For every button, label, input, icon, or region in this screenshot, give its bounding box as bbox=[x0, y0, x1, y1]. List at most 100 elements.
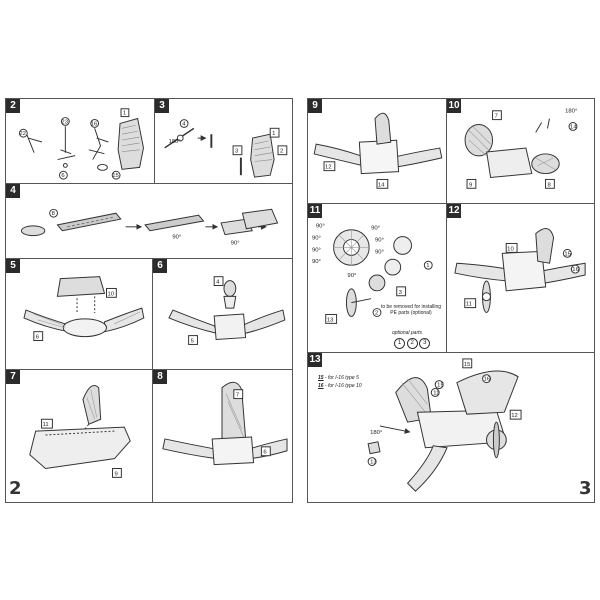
step-13-drawing: 15 16 15 11 12 180° 13 bbox=[367, 358, 522, 492]
callout-label: 15 bbox=[437, 383, 444, 389]
callout-label: 16 bbox=[484, 377, 491, 383]
variant-part: 15 bbox=[318, 375, 324, 381]
callout-label: 3 bbox=[235, 149, 238, 155]
callout-label: 13 bbox=[370, 460, 377, 466]
step-2-panel: 2 1 22 23 16 6 15 bbox=[5, 98, 155, 184]
angle-label: 90° bbox=[312, 236, 321, 242]
angle-label: 90° bbox=[371, 226, 380, 232]
callout-label: 7 bbox=[495, 114, 498, 120]
callout-label: 5 bbox=[191, 338, 195, 344]
angle-label: 90° bbox=[375, 249, 384, 255]
callout-label: 13 bbox=[327, 317, 334, 323]
step-8-drawing: 7 6 bbox=[162, 381, 288, 466]
callout-label: 8 bbox=[547, 182, 551, 188]
step-number: 5 bbox=[6, 259, 20, 273]
step-3-seat-panel: 2 1 3 bbox=[223, 98, 293, 184]
step-10-drawing: 7 180° 14 9 8 bbox=[464, 109, 578, 189]
step-2-drawing: 1 22 23 16 6 15 bbox=[18, 108, 144, 180]
callout-label: 15 bbox=[112, 173, 119, 179]
page-number: 3 bbox=[579, 478, 592, 499]
callout-label: 4 bbox=[216, 280, 220, 286]
callout-label: 2 bbox=[280, 149, 283, 155]
callout-label: 8 bbox=[52, 211, 55, 217]
callout-label: 16 bbox=[91, 121, 98, 127]
optional-parts-row: 1 2 3 bbox=[394, 338, 431, 349]
callout-label: 10 bbox=[507, 246, 514, 252]
angle-label: 90° bbox=[375, 238, 384, 244]
callout-label: 4 bbox=[182, 121, 186, 127]
variant-part: 16 bbox=[318, 383, 324, 389]
step-number: 7 bbox=[6, 370, 20, 384]
callout-label: 9 bbox=[469, 182, 472, 188]
callout-label: 14 bbox=[378, 182, 385, 188]
step-12-panel: 12 10 15 11 16 bbox=[446, 203, 595, 353]
callout-label: 16 bbox=[572, 267, 579, 273]
step-number: 11 bbox=[308, 204, 322, 218]
callout-label: 11 bbox=[43, 422, 49, 428]
step-7-drawing: 11 9 bbox=[29, 385, 131, 478]
step-6-panel: 6 4 5 bbox=[152, 258, 293, 370]
step-8-panel: 8 7 6 bbox=[152, 369, 293, 503]
instruction-page-right: 9 12 14 10 7 180° 14 9 bbox=[307, 98, 595, 503]
callout-label: 3 bbox=[399, 290, 403, 296]
seat-drawing: 2 1 3 bbox=[232, 127, 288, 178]
step-5-panel: 5 10 6 bbox=[5, 258, 153, 370]
step-4-panel: 4 8 90° 90° bbox=[5, 183, 293, 259]
step-number: 12 bbox=[447, 204, 461, 218]
step-number: 4 bbox=[6, 184, 20, 198]
variant-text: - for I-16 type 5 bbox=[323, 375, 359, 381]
angle-label: 180° bbox=[565, 109, 577, 115]
callout-label: 1 bbox=[123, 111, 126, 117]
instruction-page-left: 2 1 22 23 16 6 15 3 bbox=[5, 98, 293, 503]
page-number: 2 bbox=[9, 478, 22, 499]
step-13-panel: 13 15 - for I-16 type 5 16 - for I-16 ty… bbox=[307, 352, 595, 503]
step-number: 8 bbox=[153, 370, 167, 384]
callout-label: 11 bbox=[466, 302, 472, 308]
callout-label: 11 bbox=[433, 390, 439, 396]
angle-label: 90° bbox=[347, 273, 356, 279]
optional-part-label: 1 bbox=[394, 338, 405, 349]
callout-label: 22 bbox=[19, 131, 26, 137]
step-number: 10 bbox=[447, 99, 461, 113]
callout-label: 6 bbox=[36, 335, 40, 341]
angle-label: 90° bbox=[312, 259, 321, 265]
step-9-panel: 9 12 14 bbox=[307, 98, 447, 204]
step-number: 6 bbox=[153, 259, 167, 273]
step-11-drawing: 90° 90° 90° 90° 90° 90° 90° 90° 1 3 2 13 bbox=[312, 224, 433, 324]
step-number: 3 bbox=[155, 99, 169, 113]
step-7-panel: 7 11 9 bbox=[5, 369, 153, 503]
variant-note: 16 - for I-16 type 10 bbox=[318, 383, 362, 389]
callout-label: 12 bbox=[325, 165, 332, 171]
step-number: 9 bbox=[308, 99, 322, 113]
angle-label: 90° bbox=[172, 235, 181, 241]
step-10-panel: 10 7 180° 14 9 8 bbox=[446, 98, 595, 204]
angle-label: 90° bbox=[316, 224, 325, 230]
callout-label: 7 bbox=[236, 393, 239, 399]
step-9-drawing: 12 14 bbox=[313, 112, 443, 189]
step-5-drawing: 10 6 bbox=[23, 276, 145, 342]
removal-note: to be removed for installing PE parts (o… bbox=[380, 304, 442, 316]
callout-label: 10 bbox=[107, 291, 114, 297]
callout-label: 1 bbox=[426, 263, 429, 269]
step-number: 2 bbox=[6, 99, 20, 113]
callout-label: 15 bbox=[464, 362, 471, 368]
variant-note: 15 - for I-16 type 5 bbox=[318, 375, 359, 381]
step-number: 13 bbox=[308, 353, 322, 367]
angle-label: 90° bbox=[231, 240, 240, 246]
callout-label: 15 bbox=[564, 251, 571, 257]
callout-label: 12 bbox=[511, 413, 518, 419]
optional-parts-title: optional parts bbox=[392, 330, 423, 336]
step-12-drawing: 10 15 11 16 bbox=[454, 228, 586, 314]
angle-label: 180° bbox=[370, 430, 382, 436]
callout-label: 1 bbox=[272, 131, 275, 137]
optional-part-label: 3 bbox=[419, 338, 431, 349]
angle-label: 90° bbox=[312, 247, 321, 253]
callout-label: 6 bbox=[263, 450, 267, 456]
callout-label: 6 bbox=[61, 173, 64, 179]
step-4-drawing: 8 90° 90° bbox=[20, 208, 279, 246]
callout-label: 2 bbox=[375, 310, 378, 316]
step-3-drawing: 4 180° bbox=[164, 119, 213, 149]
angle-label: 180° bbox=[169, 139, 181, 145]
optional-part-label: 2 bbox=[406, 338, 418, 349]
